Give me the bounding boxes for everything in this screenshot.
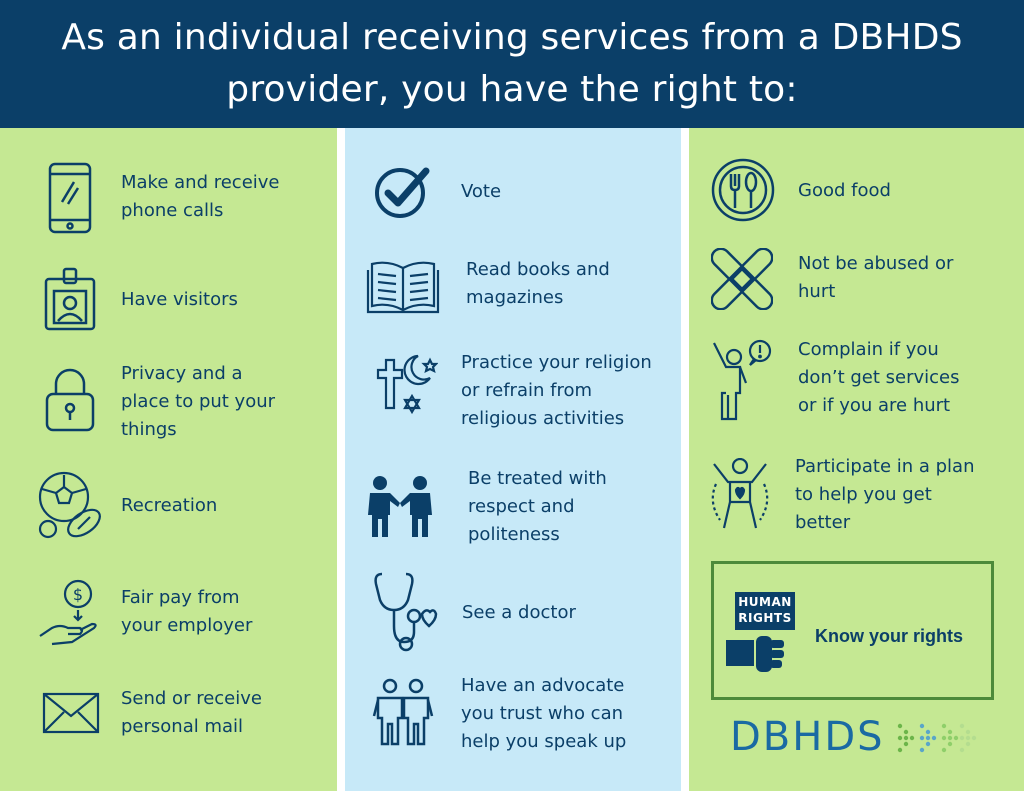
dbhds-logo: DBHDS (730, 715, 885, 759)
religion-symbols-icon (366, 350, 438, 426)
religion-label: Practice your religion or refrain from r… (461, 352, 652, 429)
stethoscope-icon (372, 570, 438, 652)
privacy-label: Privacy and a place to put your things (121, 363, 276, 440)
mail-label: Send or receive personal mail (121, 688, 262, 737)
envelope-icon (42, 692, 100, 734)
person-celebrate-icon (708, 458, 772, 532)
sports-balls-icon (36, 471, 106, 541)
money-hand-icon: $ (38, 578, 102, 648)
human-rights-badge: HUMAN RIGHTS (735, 592, 795, 630)
fair-pay-label: Fair pay from your employer (121, 587, 253, 636)
page-title: As an individual receiving services from… (61, 17, 963, 110)
phone-icon (48, 162, 92, 234)
books-label: Read books and magazines (466, 259, 610, 308)
respect-label: Be treated with respect and politeness (468, 468, 607, 545)
person-complain-icon (710, 339, 774, 421)
advocate-label: Have an advocate you trust who can help … (461, 675, 627, 752)
middle-column (345, 128, 681, 791)
participate-label: Participate in a plan to help you get be… (795, 456, 975, 533)
bandage-icon (711, 248, 773, 310)
human-rights-badge-text: HUMAN RIGHTS (738, 595, 792, 625)
dbhds-logo-text: DBHDS (730, 714, 885, 760)
open-book-icon (366, 258, 440, 316)
visitor-badge-icon (44, 267, 96, 331)
handshake-people-icon (364, 475, 436, 539)
doctor-label: See a doctor (462, 602, 576, 623)
vote-label: Vote (461, 181, 502, 202)
recreation-label: Recreation (121, 495, 218, 516)
padlock-icon (45, 368, 95, 432)
good-food-label: Good food (798, 180, 891, 201)
header-banner: As an individual receiving services from… (0, 0, 1024, 128)
know-your-rights-label: Know your rights (815, 626, 963, 646)
raised-fist-icon (726, 630, 790, 676)
plate-utensils-icon (711, 158, 775, 222)
chevron-arrows-icon (896, 722, 978, 754)
know-your-rights-box (711, 561, 994, 700)
two-people-icon (372, 678, 434, 748)
visitors-label: Have visitors (121, 289, 238, 310)
complain-label: Complain if you don’t get services or if… (798, 339, 960, 416)
not-abused-label: Not be abused or hurt (798, 253, 954, 302)
right-column (689, 128, 1024, 791)
left-column (0, 128, 337, 791)
phone-calls-label: Make and receive phone calls (121, 172, 280, 221)
svg-text:$: $ (73, 585, 83, 604)
check-circle-icon (374, 165, 432, 219)
